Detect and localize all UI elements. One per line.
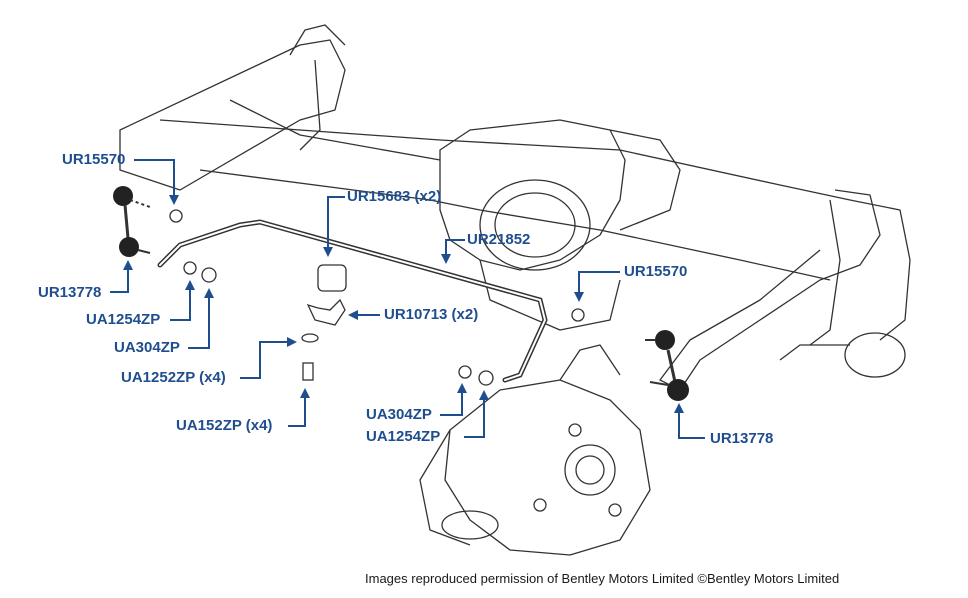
part-label-ur15683: UR15683 (x2) (347, 188, 442, 205)
part-label-ur21852: UR21852 (467, 231, 531, 248)
part-label-ua1254zp-right: UA1254ZP (366, 428, 441, 445)
left-hardware (169, 209, 217, 283)
copyright-credit: Images reproduced permission of Bentley … (365, 571, 840, 586)
part-label-ua152zp: UA152ZP (x4) (176, 417, 273, 434)
part-label-ur15570-right: UR15570 (624, 263, 688, 280)
callout-arrows (110, 159, 705, 439)
part-label-ur13778-right: UR13778 (710, 430, 774, 447)
part-label-ur13778-left: UR13778 (38, 284, 102, 301)
part-label-ua304zp-right: UA304ZP (366, 406, 432, 423)
bush-and-bracket (301, 264, 347, 381)
part-label-ua1252zp: UA1252ZP (x4) (121, 369, 226, 386)
part-label-ur15570-left: UR15570 (62, 151, 126, 168)
left-drop-link (113, 186, 151, 257)
part-label-ua304zp-left: UA304ZP (114, 339, 180, 356)
right-hardware (458, 308, 585, 386)
part-label-ua1254zp-left: UA1254ZP (86, 311, 161, 328)
part-label-ur10713: UR10713 (x2) (384, 306, 479, 323)
right-drop-link (645, 330, 689, 401)
subframe-outline (119, 24, 911, 556)
